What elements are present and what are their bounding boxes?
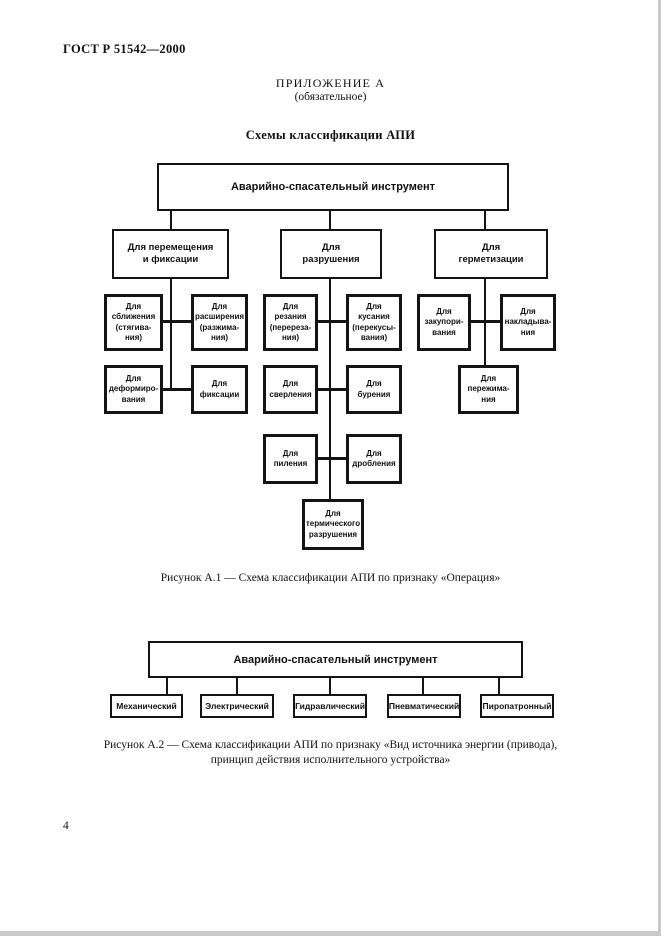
node-termicheskoe-razrushenie: Для термического разрушения (302, 499, 364, 550)
connector-line (318, 388, 346, 391)
connector-line (163, 388, 191, 391)
node-kusanie: Для кусания (перекусы- вания) (346, 294, 402, 351)
figure-a2-caption-line2: принцип действия исполнительного устройс… (210, 754, 451, 766)
connector-line (422, 678, 424, 694)
connector-line (484, 211, 486, 230)
page-title: Схемы классификации АПИ (245, 128, 416, 142)
node-mekhanicheskiy: Механический (110, 694, 183, 718)
node-nakladyvanie: Для накладыва- ния (500, 294, 556, 351)
node-rezanie: Для резания (перереза- ния) (263, 294, 318, 351)
connector-line (498, 678, 500, 694)
page-number: 4 (63, 820, 69, 832)
node-peremeshchenie-fiksatsiya: Для перемещения и фиксации (112, 229, 229, 279)
connector-line (166, 678, 168, 694)
node-rasshirenie: Для расширения (разжима- ния) (191, 294, 248, 351)
appendix-note: (обязательное) (294, 91, 367, 103)
node-elektricheskiy: Электрический (200, 694, 274, 718)
connector-line (329, 678, 331, 694)
connector-line (318, 320, 346, 323)
connector-line (236, 678, 238, 694)
figure-a2-caption-line1: Рисунок А.2 — Схема классификации АПИ по… (103, 739, 558, 751)
figure-a2-caption: Рисунок А.2 — Схема классификации АПИ по… (0, 738, 661, 768)
node-burenie: Для бурения (346, 365, 402, 414)
node-gidravlicheskiy: Гидравлический (293, 694, 367, 718)
node-pilenie: Для пиления (263, 434, 318, 484)
node-zakuporivanie: Для закупори- вания (417, 294, 471, 351)
connector-line (318, 457, 346, 460)
figure-a2-diagram: Аварийно-спасательный инструмент Механич… (0, 600, 661, 780)
node-razrushenie: Для разрушения (280, 229, 382, 279)
node-fiksatsiya: Для фиксации (191, 365, 248, 414)
node-asi-root-2: Аварийно-спасательный инструмент (148, 641, 523, 678)
connector-line (170, 279, 172, 390)
node-sverlenie: Для сверления (263, 365, 318, 414)
figure-a1-caption: Рисунок А.1 — Схема классификации АПИ по… (160, 572, 501, 584)
node-piropatronnyy: Пиропатронный (480, 694, 554, 718)
figure-a1-diagram: Аварийно-спасательный инструмент Для пер… (104, 163, 556, 550)
node-droblenie: Для дробления (346, 434, 402, 484)
connector-line (471, 320, 500, 323)
scan-edge-bottom (0, 931, 661, 936)
appendix-title: ПРИЛОЖЕНИЕ А (275, 76, 386, 90)
connector-line (170, 211, 172, 230)
scan-edge-right (658, 0, 661, 936)
node-germetizatsiya: Для герметизации (434, 229, 548, 279)
node-pnevmaticheskiy: Пневматический (387, 694, 461, 718)
node-asi-root-1: Аварийно-спасательный инструмент (157, 163, 509, 211)
connector-line (163, 320, 191, 323)
connector-line (329, 211, 331, 230)
node-sblizhenie: Для сближения (стягива- ния) (104, 294, 163, 351)
node-deformirovanie: Для деформиро- вания (104, 365, 163, 414)
doc-code: ГОСТ Р 51542—2000 (63, 42, 186, 56)
node-perezhimanie: Для пережима- ния (458, 365, 519, 414)
